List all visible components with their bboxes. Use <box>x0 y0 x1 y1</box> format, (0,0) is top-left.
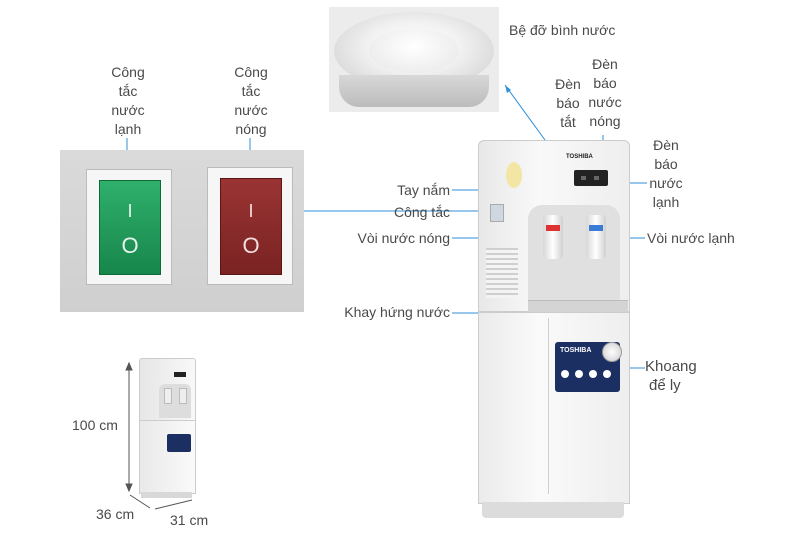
cold-switch-on-mark: I <box>127 201 133 221</box>
hot-switch-off-mark: O <box>242 233 260 258</box>
dispenser-brand-label: TOSHIBA <box>560 347 592 354</box>
water-dispenser: TOSHIBA TOSHIBA <box>478 140 630 520</box>
leader-bottle-holder <box>504 84 546 141</box>
cold-faucet <box>586 215 606 259</box>
label-dimension-height: 100 cm <box>72 417 118 433</box>
label-hot-faucet: Vòi nước nóng <box>357 230 451 246</box>
label-hot-switch: Công tắc nước nóng <box>234 64 268 137</box>
hot-faucet <box>543 215 563 259</box>
label-dimension-width: 31 cm <box>170 512 209 528</box>
cold-switch-off-mark: O <box>121 233 139 258</box>
switch-closeup-panel: I O I O <box>60 150 304 312</box>
label-bottle-holder: Bệ đỡ bình nước <box>509 22 616 38</box>
hot-switch-bezel: I O <box>207 167 293 285</box>
label-drip-tray: Khay hứng nước <box>344 304 450 320</box>
hot-switch-on-mark: I <box>248 201 254 221</box>
vent-grille <box>486 248 518 298</box>
cold-switch-bezel: I O <box>86 169 172 285</box>
label-handle: Tay nắm <box>397 182 450 198</box>
hot-switch-rocker: I O <box>220 178 282 275</box>
dispenser-brand-top: TOSHIBA <box>566 154 593 160</box>
label-indicator-off: Đèn báo tắt <box>555 76 581 130</box>
label-cold-switch: Công tắc nước lạnh <box>111 64 145 137</box>
indicator-panel <box>574 170 608 186</box>
bottle-holder-closeup <box>329 7 499 112</box>
label-indicator-hot: Đèn báo nước nóng <box>588 56 622 129</box>
drip-tray <box>528 300 628 313</box>
label-dimension-depth: 36 cm <box>96 506 135 522</box>
dispenser-thumbnail <box>139 358 196 500</box>
label-cup-compartment: Khoang để ly <box>645 358 697 394</box>
label-switch: Công tắc <box>393 204 450 220</box>
cold-switch-rocker: I O <box>99 180 161 275</box>
label-indicator-cold: Đèn báo nước lạnh <box>649 137 683 210</box>
label-cold-faucet: Vòi nước lạnh <box>647 230 735 246</box>
yellow-sticker <box>506 162 522 188</box>
